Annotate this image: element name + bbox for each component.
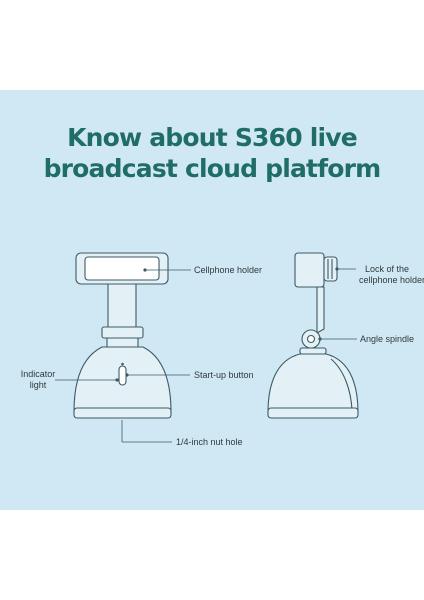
callout-dot <box>318 337 322 341</box>
front-neck <box>106 337 139 348</box>
side-lock-knob <box>323 256 338 282</box>
label-cellphone-holder: Cellphone holder <box>194 265 263 275</box>
front-arm <box>107 283 137 329</box>
label-lock-line1: Lock of the <box>364 264 410 274</box>
label-indicator-light-line2: light <box>29 380 47 390</box>
side-view <box>267 252 359 419</box>
callout-dot <box>125 373 129 377</box>
background-panel <box>0 90 424 510</box>
front-base-foot <box>73 407 172 419</box>
label-indicator-light-line1: Indicator <box>20 369 56 379</box>
label-lock-line2: cellphone holder <box>359 275 424 285</box>
page-title: Know about S360 live broadcast cloud pla… <box>0 122 424 184</box>
title-line-1: Know about S360 live <box>67 123 358 152</box>
side-spindle-center <box>306 334 316 344</box>
side-base-body <box>267 353 359 413</box>
label-startup-button: Start-up button <box>194 370 254 380</box>
side-cellphone-holder <box>294 252 325 288</box>
front-holder-inner <box>84 256 160 281</box>
label-lock-of-holder: Lock of the cellphone holder <box>359 264 424 286</box>
front-view <box>73 252 172 419</box>
callout-dot <box>115 378 119 382</box>
side-arm <box>316 286 325 334</box>
label-nut-hole: 1/4-inch nut hole <box>176 437 243 447</box>
side-collar <box>299 347 327 355</box>
label-indicator-light: Indicator light <box>16 369 60 391</box>
callout-dot <box>335 267 339 271</box>
side-base-curve <box>330 358 353 411</box>
callout-dot <box>143 268 147 272</box>
indicator-light-dot <box>121 362 124 366</box>
title-line-2: broadcast cloud platform <box>43 154 382 183</box>
label-angle-spindle: Angle spindle <box>360 334 415 344</box>
startup-button-shape <box>118 365 127 386</box>
front-collar <box>101 326 144 339</box>
side-base-foot <box>267 407 359 419</box>
